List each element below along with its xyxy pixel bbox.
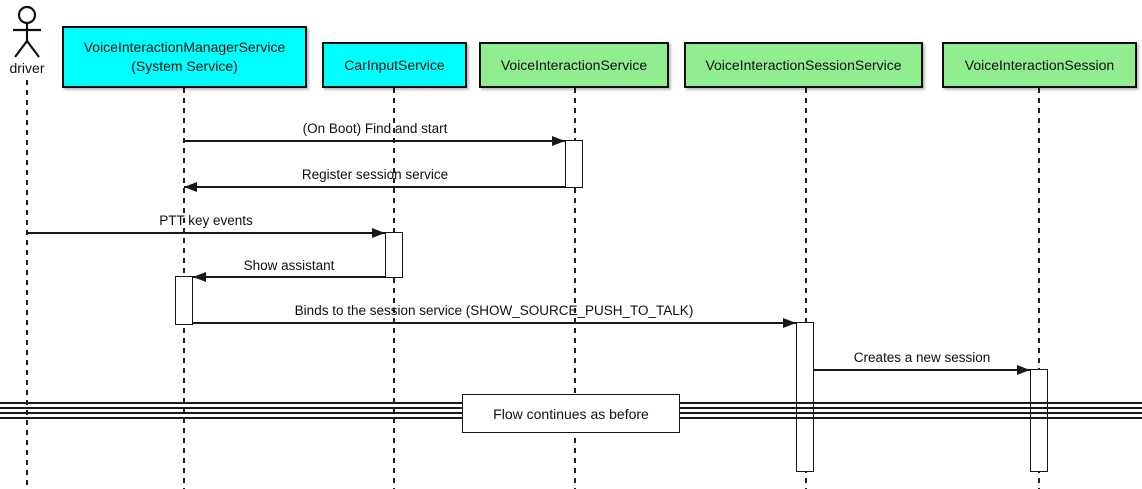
participant-sublabel: (System Service)	[131, 58, 238, 74]
participant-label: VoiceInteractionSession	[964, 56, 1115, 73]
message-label: Register session service	[301, 167, 449, 182]
activation-bar-voiceinteractionmanagerservice	[175, 276, 193, 325]
participant-label: VoiceInteractionSessionService	[705, 56, 902, 73]
participant-carinputservice: CarInputService	[322, 42, 467, 88]
participant-label: CarInputService	[344, 56, 445, 73]
activation-bar-voiceinteractionsessionservice	[796, 322, 814, 472]
arrowhead-right-icon	[783, 318, 796, 328]
participant-label: VoiceInteractionService	[500, 56, 648, 73]
divider-label: Flow continues as before	[493, 405, 649, 422]
divider-label-box: Flow continues as before	[462, 394, 680, 433]
arrowhead-right-icon	[552, 136, 565, 146]
message-line	[814, 369, 1030, 371]
participant-voiceinteractionsession: VoiceInteractionSession	[942, 42, 1137, 88]
message-label: Show assistant	[243, 258, 335, 273]
activation-bar-carinputservice	[385, 232, 403, 278]
actor-icon	[13, 5, 41, 58]
lifeline-voiceinteractionservice	[574, 88, 576, 489]
message-line	[193, 276, 385, 278]
actor-label: driver	[9, 60, 45, 76]
lifeline-voiceinteractionsession	[1038, 88, 1040, 489]
message-label: Binds to the session service (SHOW_SOURC…	[294, 303, 694, 318]
lifeline-carinputservice	[393, 88, 395, 489]
arrowhead-right-icon	[372, 228, 385, 238]
message-line	[26, 232, 385, 234]
participant-voiceinteractionsessionservice: VoiceInteractionSessionService	[684, 42, 923, 88]
arrowhead-left-icon	[193, 272, 206, 282]
message-line	[193, 322, 796, 324]
lifeline-voiceinteractionsessionservice	[805, 88, 807, 489]
participant-label: VoiceInteractionManagerService	[83, 39, 286, 55]
activation-bar-voiceinteractionsession	[1030, 369, 1048, 472]
participant-voiceinteractionmanagerservice: VoiceInteractionManagerService (System S…	[62, 26, 307, 88]
arrowhead-right-icon	[1017, 365, 1030, 375]
message-line	[184, 186, 565, 188]
message-label: Creates a new session	[853, 350, 991, 365]
participant-voiceinteractionservice: VoiceInteractionService	[479, 42, 669, 88]
lifeline-driver	[26, 80, 28, 489]
message-label: (On Boot) Find and start	[302, 121, 448, 136]
arrowhead-left-icon	[184, 182, 197, 192]
activation-bar-voiceinteractionservice	[565, 140, 583, 188]
message-label: PTT key events	[159, 213, 253, 228]
message-line	[184, 140, 565, 142]
